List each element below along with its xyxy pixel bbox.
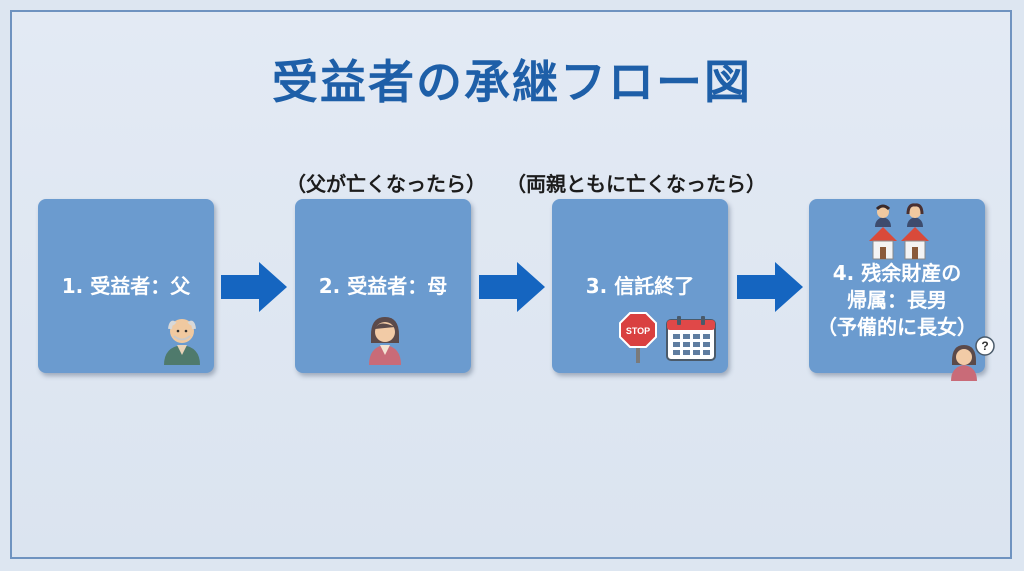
stop-sign-text: STOP [626,326,650,336]
step-3-box: 3. 信託終了 STOP [552,199,728,373]
step-2-label: 2. 受益者：母 [318,274,448,298]
woman-icon [369,317,401,365]
step-4-label-line1: 4. 残余財産の [832,261,962,285]
two-people-house-icon [869,203,929,260]
condition-note-both-parents: （両親ともに亡くなったら） [506,172,766,196]
flow-arrow-3 [737,262,803,312]
step-4-label-line3: （予備的に長女） [817,315,977,339]
question-mark: ? [981,339,988,353]
step-4-label-line2: 帰属：長男 [847,288,947,312]
condition-note-father: （父が亡くなったら） [286,172,486,196]
step-4-box: 4. 残余財産の 帰属：長男 （予備的に長女） ? [809,199,995,381]
flow-arrow-2 [479,262,545,312]
flow-arrow-1 [221,262,287,312]
stop-sign-icon: STOP [619,312,657,363]
step-3-label: 3. 信託終了 [585,274,695,298]
calendar-icon [666,316,716,361]
step-2-box: 2. 受益者：母 [295,199,471,373]
daughter-question-icon: ? [951,336,995,381]
diagram-title: 受益者の承継フロー図 [272,55,752,109]
step-1-label: 1. 受益者：父 [61,274,191,298]
step-1-box: 1. 受益者：父 [38,199,214,373]
elderly-man-icon [164,319,200,365]
